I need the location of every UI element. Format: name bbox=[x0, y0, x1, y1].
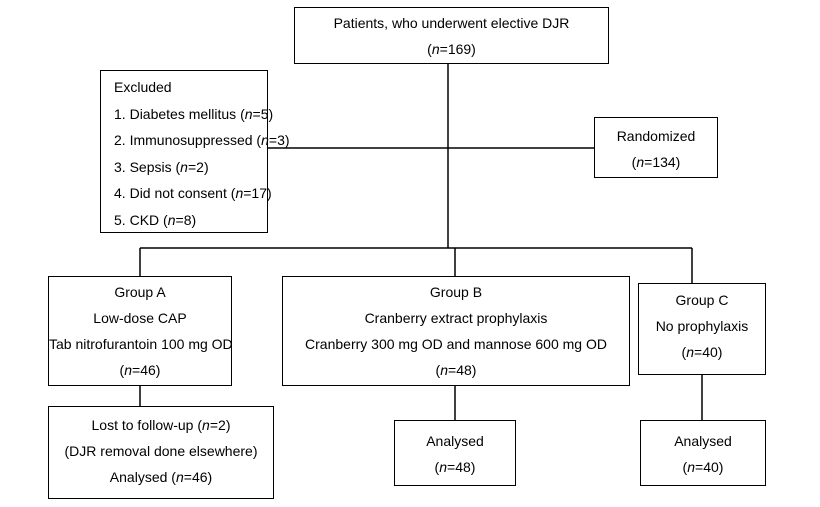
group-b-drug: Cranberry 300 mg OD and mannose 600 mg O… bbox=[305, 336, 607, 352]
outcome-b-count: (n=48) bbox=[434, 459, 476, 475]
group-c-count: (n=40) bbox=[681, 344, 723, 360]
group-c-box: Group C No prophylaxis (n=40) bbox=[638, 283, 766, 375]
patients-title: Patients, who underwent elective DJR bbox=[333, 15, 570, 31]
excluded-item: 3. Sepsis (n=2) bbox=[114, 158, 209, 175]
group-b-treatment: Cranberry extract prophylaxis bbox=[364, 310, 548, 326]
group-b-title: Group B bbox=[429, 284, 483, 300]
excluded-title: Excluded bbox=[114, 79, 172, 95]
excluded-item: 4. Did not consent (n=17) bbox=[114, 185, 272, 201]
group-a-count: (n=46) bbox=[119, 362, 161, 378]
randomized-count: (n=134) bbox=[631, 154, 681, 170]
group-b-count: (n=48) bbox=[435, 362, 477, 378]
group-c-title: Group C bbox=[675, 292, 729, 308]
excluded-box: Excluded 1. Diabetes mellitus (n=5) 2. I… bbox=[100, 70, 290, 233]
excluded-item: 5. CKD (n=8) bbox=[114, 211, 197, 228]
patients-box: Patients, who underwent elective DJR (n=… bbox=[294, 7, 609, 64]
group-c-treatment: No prophylaxis bbox=[655, 318, 749, 334]
outcome-b-box: Analysed (n=48) bbox=[394, 420, 516, 486]
outcome-c-count: (n=40) bbox=[682, 459, 724, 475]
patients-count: (n=169) bbox=[427, 41, 476, 57]
outcome-a-lost: Lost to follow-up (n=2) bbox=[91, 417, 231, 433]
outcome-c-box: Analysed (n=40) bbox=[640, 420, 766, 486]
group-b-box: Group B Cranberry extract prophylaxis Cr… bbox=[282, 276, 630, 386]
group-a-treatment: Low-dose CAP bbox=[93, 310, 187, 326]
outcome-a-analysed: Analysed (n=46) bbox=[109, 469, 213, 485]
outcome-a-box: Lost to follow-up (n=2) (DJR removal don… bbox=[48, 406, 274, 499]
group-a-drug: Tab nitrofurantoin 100 mg OD bbox=[49, 336, 233, 352]
outcome-b-analysed: Analysed bbox=[426, 433, 484, 449]
group-a-title: Group A bbox=[114, 284, 166, 300]
randomized-title: Randomized bbox=[616, 128, 696, 144]
outcome-c-analysed: Analysed bbox=[674, 433, 732, 449]
excluded-item: 1. Diabetes mellitus (n=5) bbox=[114, 105, 274, 122]
outcome-a-reason: (DJR removal done elsewhere) bbox=[64, 443, 258, 459]
group-a-box: Group A Low-dose CAP Tab nitrofurantoin … bbox=[48, 276, 233, 386]
excluded-item: 2. Immunosuppressed (n=3) bbox=[114, 132, 290, 148]
randomized-box: Randomized (n=134) bbox=[594, 117, 718, 178]
